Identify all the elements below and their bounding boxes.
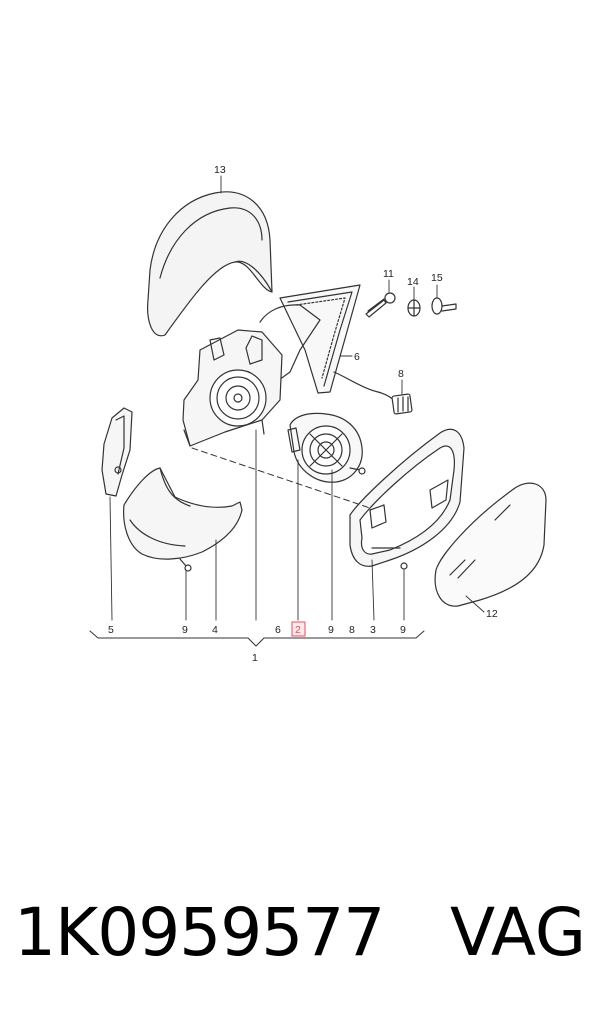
callout-11: 11 xyxy=(383,268,394,280)
callout-6-top: 6 xyxy=(354,351,360,363)
mirror-cap-part xyxy=(147,191,273,337)
callout-6-bottom: 6 xyxy=(275,624,281,636)
callout-9-left: 9 xyxy=(182,624,188,636)
callout-1: 1 xyxy=(252,652,258,664)
wiring-harness-part xyxy=(333,371,413,415)
motor-screw-part xyxy=(349,467,366,475)
callout-4: 4 xyxy=(212,624,218,636)
glass-housing-frame-part xyxy=(349,428,465,570)
callout-13: 13 xyxy=(214,164,226,176)
callout-2-highlight xyxy=(291,621,306,637)
callout-12: 12 xyxy=(486,608,498,620)
adjustment-motor-part xyxy=(287,412,363,483)
callout-8-top: 8 xyxy=(398,368,404,380)
clip-part xyxy=(407,299,421,317)
lower-trim-part xyxy=(123,467,243,572)
callout-8-bottom: 8 xyxy=(349,624,355,636)
callout-2: 2 xyxy=(295,624,301,636)
footer: 1K0959577 VAG xyxy=(0,888,600,978)
motor-housing-part xyxy=(182,329,283,447)
push-pin-part xyxy=(431,297,457,315)
mirror-base-bracket xyxy=(259,284,361,394)
callout-14: 14 xyxy=(407,276,419,288)
exploded-parts-diagram: 13 11 14 15 6 8 12 5 9 4 6 2 9 8 3 9 1 xyxy=(89,164,547,664)
callout-5: 5 xyxy=(108,624,114,636)
brand-name: VAG xyxy=(449,894,586,971)
part-number: 1K0959577 xyxy=(14,894,385,971)
mirror-glass-part xyxy=(434,482,547,607)
callout-15: 15 xyxy=(431,272,443,284)
mounting-bracket-part xyxy=(101,407,133,497)
callout-3: 3 xyxy=(370,624,376,636)
callout-9-mid: 9 xyxy=(328,624,334,636)
callout-9-right: 9 xyxy=(400,624,406,636)
screw-part xyxy=(365,292,396,318)
